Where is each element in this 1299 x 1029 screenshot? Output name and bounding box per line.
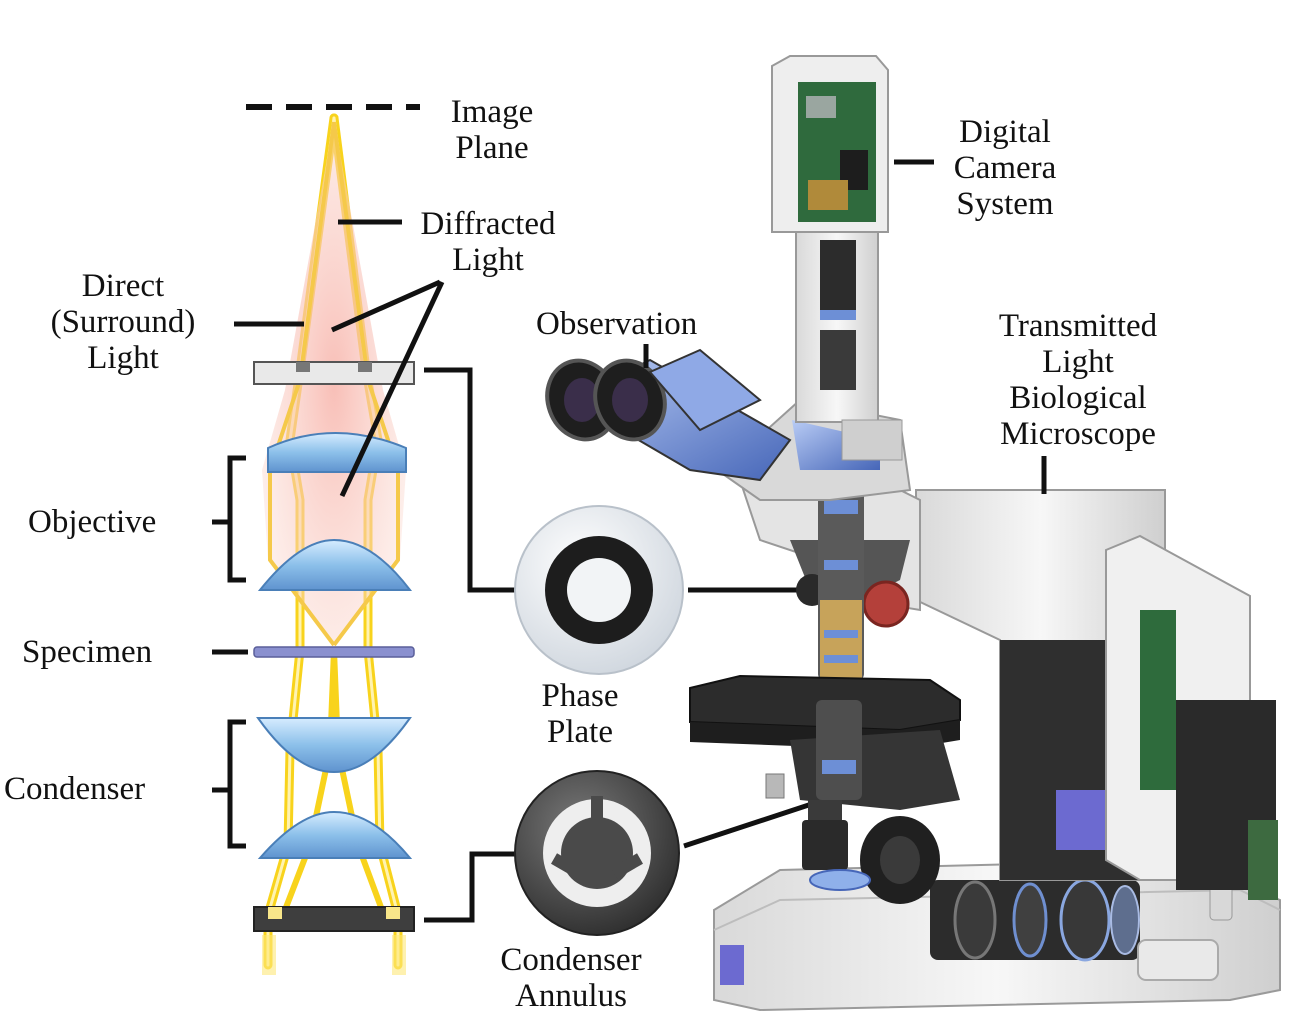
digital-camera-label: Digital Camera System — [953, 114, 1057, 222]
specimen-label: Specimen — [22, 634, 153, 670]
objective-upper-lens — [267, 432, 407, 473]
condenser-annulus-label: Condenser Annulus — [500, 942, 642, 1014]
objective-label: Objective — [28, 504, 157, 540]
condenser-bracket — [212, 719, 246, 849]
digital-camera-body — [771, 55, 889, 233]
specimen-slide — [253, 646, 415, 658]
phase-plate-schematic — [253, 361, 415, 385]
camera-tube — [795, 231, 903, 461]
observation-label: Observation — [536, 306, 698, 342]
diffracted-leader-b — [339, 280, 445, 498]
phase-plate-leader — [424, 367, 516, 593]
annulus-leader — [424, 851, 516, 923]
eyepieces — [545, 348, 792, 482]
diffracted-leader-a — [330, 279, 442, 333]
objective-lower-lens — [257, 538, 413, 591]
direct-light-label: Direct (Surround) Light — [50, 268, 196, 376]
condenser-annulus-schematic — [253, 906, 415, 932]
microscope-label: Transmitted Light Biological Microscope — [998, 308, 1158, 452]
image-plane-label: Image Plane — [450, 94, 534, 166]
condenser-carrier — [790, 730, 960, 810]
condenser-lower-lens — [257, 810, 413, 859]
microscope-illustration — [545, 55, 1281, 1012]
diffracted-light-label: Diffracted Light — [420, 206, 556, 278]
condenser-annulus-disc — [514, 770, 680, 936]
optical-path-schematic — [212, 104, 516, 975]
condenser-upper-lens — [256, 717, 412, 774]
objective-bracket — [212, 455, 246, 583]
condenser-label: Condenser — [4, 771, 146, 807]
phase-plate-disc — [514, 505, 684, 675]
lamp-collector-optics — [930, 878, 1140, 962]
phase-plate-label: Phase Plate — [541, 678, 619, 750]
